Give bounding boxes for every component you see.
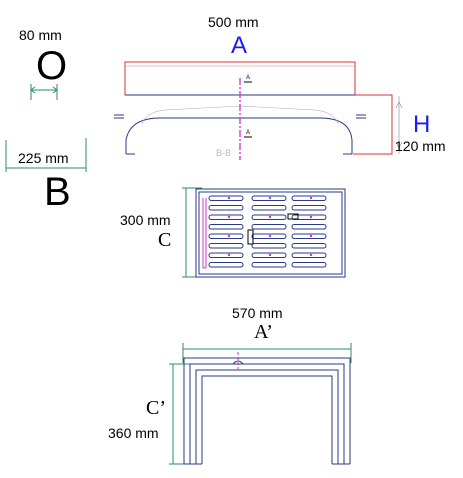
b-dimension-line [5,138,87,172]
c-depth-label: 300 mm [120,212,171,228]
grate-bolt-markers [247,213,299,245]
section-mark-top: A [244,75,252,83]
grate-dot [268,234,272,238]
grate-slot [208,195,244,201]
grate-slot [208,243,244,249]
grate-dot [268,196,272,200]
frame-front-notch [232,360,244,365]
h-height-label: 120 mm [395,138,446,154]
o-diameter-label: 80 mm [19,27,62,43]
grate-slot [251,243,287,249]
o-dimension-line [30,84,58,100]
grate-slot [291,205,327,211]
grate-section-lines [202,198,207,269]
grate-slot [291,233,327,239]
grate-dot [309,215,313,219]
grate-dot [309,253,313,257]
h-extension-line [395,96,403,154]
grate-slot [251,262,287,268]
a-prime-length-label: 570 mm [232,305,283,321]
c-letter: C [158,229,171,251]
a-length-label: 500 mm [208,14,259,30]
section-mark-label-2: A [246,130,250,136]
b-letter: B [44,170,71,214]
b-width-group: 225 mm B [5,138,87,214]
grate-dot [227,215,231,219]
grate-slot [208,262,244,268]
grate-slot [208,224,244,230]
grate-slot [208,205,244,211]
grate-slot [251,205,287,211]
grate-slot [291,252,327,258]
b-width-label: 225 mm [18,150,69,166]
frame-front-outline [183,357,351,465]
grate-slot [208,214,244,220]
grate-slot [291,224,327,230]
c-prime-height-label: 360 mm [108,425,159,441]
plan-view: 300 mm C [120,187,346,278]
h-dimension-line [353,94,393,155]
c-prime-dimension-line [169,363,190,465]
o-letter: O [36,44,67,88]
grate-slot [291,195,327,201]
grate-slot [291,243,327,249]
grate-dot [227,234,231,238]
grate-dot [227,253,231,257]
a-prime-letter: A’ [254,321,273,343]
section-label: B-B [216,148,231,158]
grate-slot [251,233,287,239]
h-letter: H [413,111,430,138]
c-prime-letter: C’ [146,397,166,419]
grate-dot [268,215,272,219]
front-view: 570 mm A’ C’ 360 mm [108,305,352,465]
grate-slot [251,195,287,201]
grate-dot [268,253,272,257]
grate-outline [195,188,346,278]
grate-slots [208,195,327,268]
o-diameter-group: 80 mm O [19,27,67,100]
grate-slot [251,252,287,258]
grate-slot [291,214,327,220]
center-axis [114,114,366,119]
grate-dot [309,234,313,238]
grate-slot [291,262,327,268]
a-prime-dimension-line [182,343,352,363]
grate-slot [208,252,244,258]
grate-dot [227,196,231,200]
frame-profile [125,105,353,155]
grate-slot [208,233,244,239]
grate-slot [251,224,287,230]
section-mark-label: A [246,75,250,81]
grate-slot [251,214,287,220]
grate-dot [309,196,313,200]
a-letter: A [231,32,247,59]
section-mark-bottom: A [244,130,252,138]
side-view: 500 mm A H 120 mm [114,14,446,160]
